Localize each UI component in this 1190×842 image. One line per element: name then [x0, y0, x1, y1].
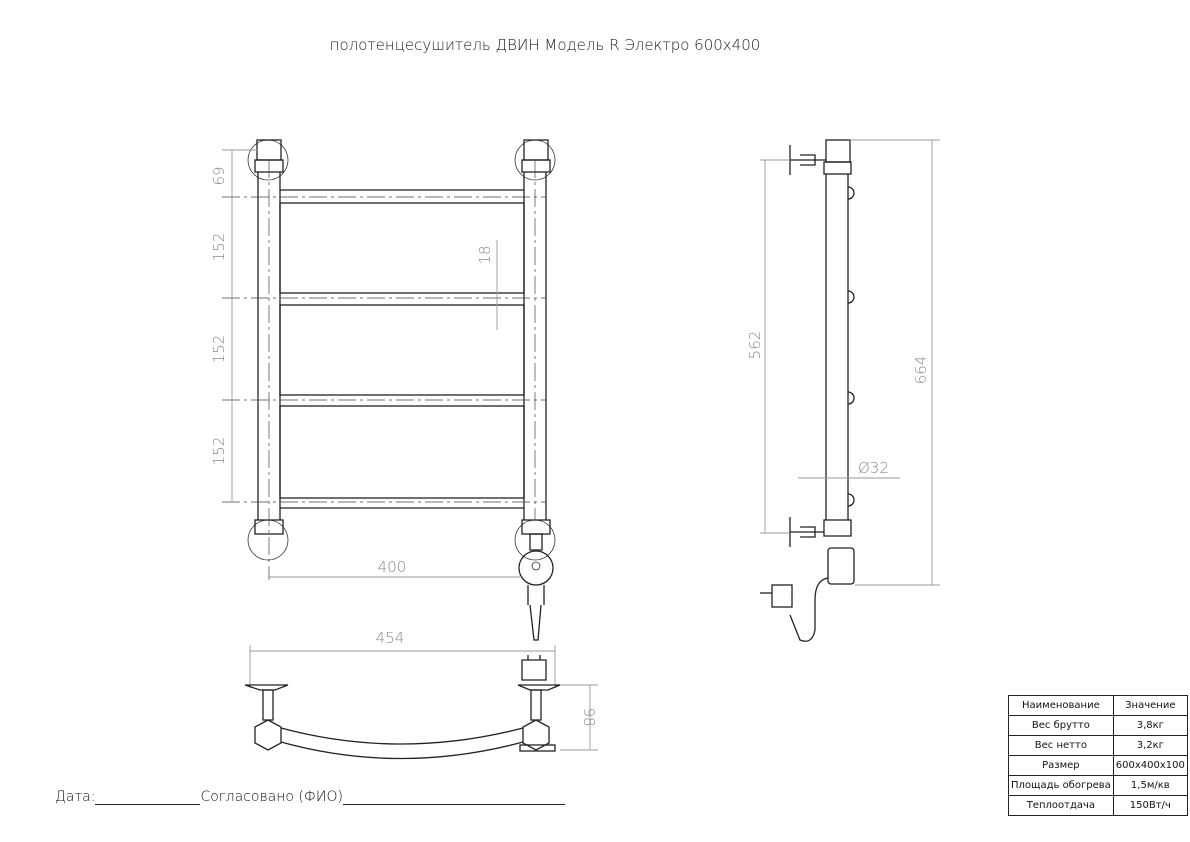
row-value: 150Вт/ч — [1112, 795, 1188, 816]
drawing-title: полотенцесушитель ДВИН Модель R Электро … — [330, 36, 761, 54]
header-value: Значение — [1112, 695, 1188, 716]
date-line — [95, 788, 201, 805]
row-value: 1,5м/кв — [1112, 775, 1188, 796]
approved-line — [342, 788, 565, 805]
top-view: 454 98 — [244, 629, 598, 760]
front-view: 69 152 152 152 18 400 — [210, 139, 556, 641]
dim-diameter: Ø32 — [858, 459, 889, 477]
row-label: Площадь обогрева — [1008, 775, 1114, 796]
dim-width: 400 — [378, 558, 407, 576]
dim-pitch-2: 152 — [210, 335, 228, 364]
table-header-row: Наименование Значение — [1008, 695, 1188, 716]
row-value: 3,2кг — [1112, 735, 1188, 756]
approved-label: Согласовано (ФИО) — [200, 789, 343, 805]
date-label: Дата: — [55, 789, 96, 805]
dim-pitch-3: 152 — [210, 437, 228, 466]
dim-gap: 18 — [476, 245, 494, 264]
row-label: Вес брутто — [1008, 715, 1114, 736]
row-value: 600x400x100 — [1112, 755, 1188, 776]
dim-height: 664 — [912, 356, 930, 385]
header-name: Наименование — [1008, 695, 1114, 716]
row-label: Теплоотдача — [1008, 795, 1114, 816]
dim-top: 69 — [210, 166, 228, 185]
side-view: 562 664 Ø32 — [746, 139, 940, 642]
dim-depth: 98 — [580, 707, 598, 726]
dim-mount: 562 — [746, 331, 764, 360]
row-label: Размер — [1008, 755, 1114, 776]
dim-pitch-1: 152 — [210, 233, 228, 262]
row-label: Вес нетто — [1008, 735, 1114, 756]
dim-overall-width: 454 — [376, 629, 405, 647]
footer-signature: Дата: Согласовано (ФИО) — [55, 788, 565, 805]
row-value: 3,8кг — [1112, 715, 1188, 736]
